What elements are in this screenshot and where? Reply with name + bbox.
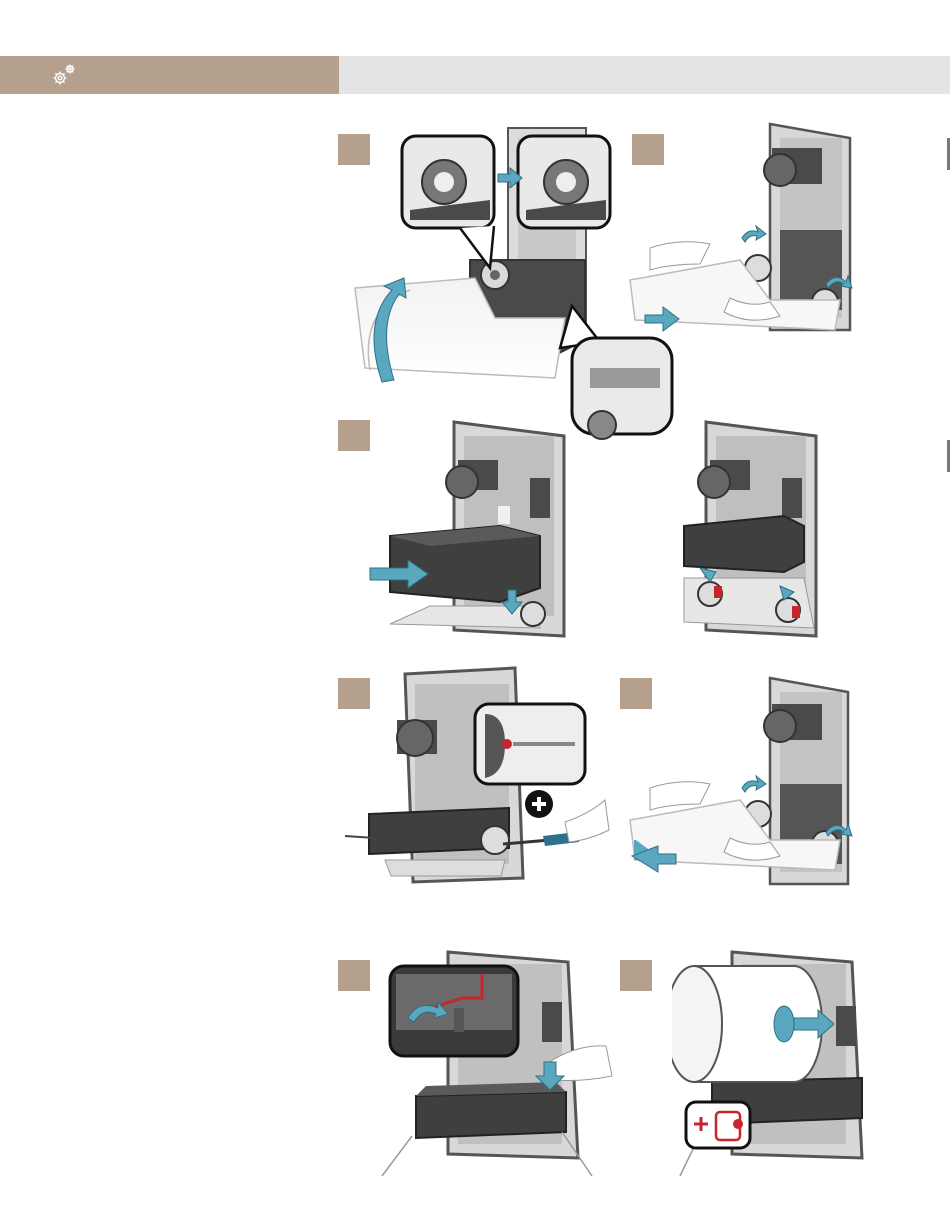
step-7-illustration [372,946,617,1181]
step-badge-7 [620,960,652,991]
step-badge-3 [338,420,370,451]
section-header-bar [0,56,950,94]
gear-icon [50,61,78,89]
step-6-illustration [620,664,865,894]
step-4-illustration [680,418,828,643]
step-3-illustration [368,418,573,643]
step-8-illustration [672,946,877,1181]
step-2-illustration [620,120,865,335]
section-header-band [339,56,950,94]
section-header-accent [0,56,339,94]
step-badge-6 [338,960,370,991]
step-5-illustration [335,664,610,890]
